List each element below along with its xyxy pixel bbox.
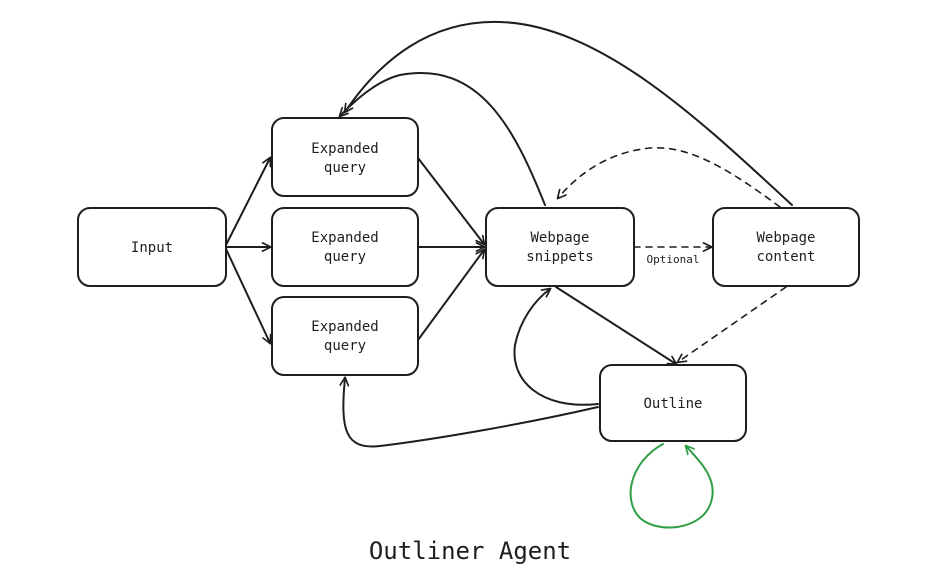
edge-query-3-to-snippets [417, 248, 486, 341]
node-input: Input [77, 207, 227, 287]
node-webpage-snippets-line-2: snippets [526, 249, 593, 265]
edge-outline-to-snippets [513, 287, 599, 406]
node-expanded-query-1-line-1: Expanded [311, 141, 378, 157]
edge-snippets-to-outline [555, 286, 678, 366]
edge-snippets-to-query-1 [338, 72, 546, 206]
node-webpage-content: Webpage content [712, 207, 860, 287]
node-expanded-query-1: Expanded query [271, 117, 419, 197]
diagram-title: Outliner Agent [369, 537, 571, 565]
node-webpage-content-line-1: Webpage [756, 230, 815, 246]
edge-content-to-query-1 [343, 20, 793, 206]
node-outline-label: Outline [643, 396, 702, 412]
node-expanded-query-2-line-2: query [324, 249, 366, 265]
node-outline: Outline [599, 364, 747, 442]
node-expanded-query-3-line-2: query [324, 338, 366, 354]
node-expanded-query-3-line-1: Expanded [311, 319, 378, 335]
node-expanded-query-2: Expanded query [271, 207, 419, 287]
node-webpage-content-line-2: content [756, 249, 815, 265]
edge-query-1-to-snippets [417, 157, 486, 246]
node-expanded-query-2-line-1: Expanded [311, 230, 378, 246]
edge-outline-self-loop [629, 443, 714, 529]
edge-outline-to-query-3 [339, 376, 599, 448]
node-expanded-query-3: Expanded query [271, 296, 419, 376]
edge-content-to-snippets [556, 146, 781, 208]
edge-label-optional: Optional [647, 253, 700, 266]
node-webpage-snippets-line-1: Webpage [530, 230, 589, 246]
edge-input-to-query-3 [225, 248, 272, 345]
edge-input-to-query-1 [225, 156, 272, 246]
node-expanded-query-1-line-2: query [324, 160, 366, 176]
node-input-label: Input [131, 240, 173, 256]
node-webpage-snippets: Webpage snippets [485, 207, 635, 287]
edge-content-to-outline [676, 286, 787, 364]
